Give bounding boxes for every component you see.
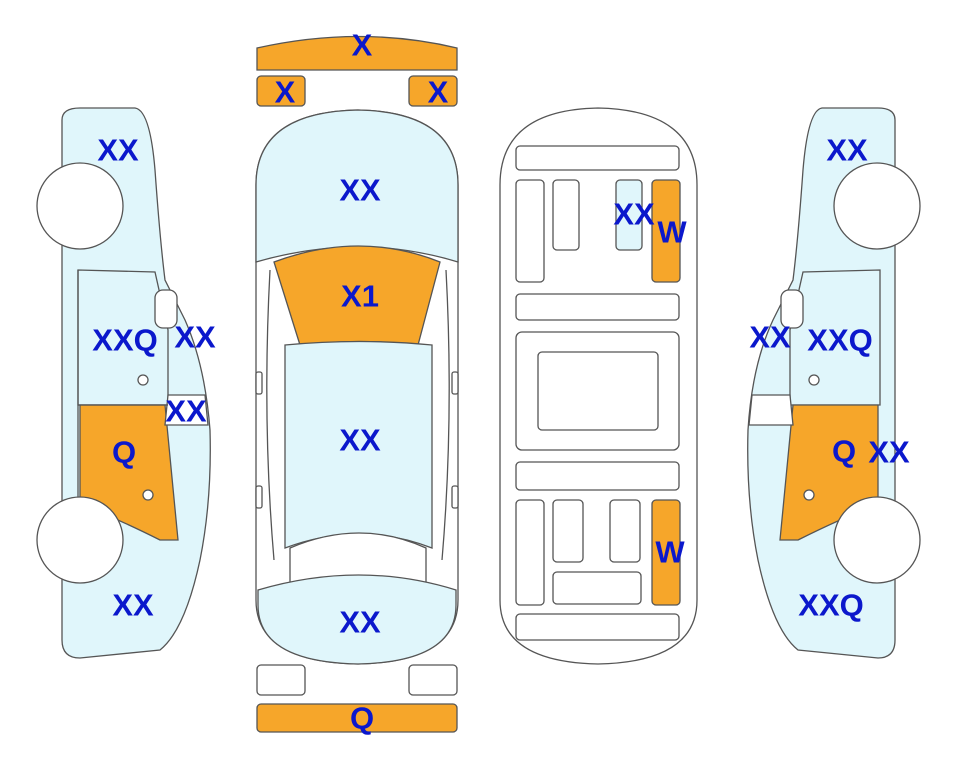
front-bumper-label: X bbox=[351, 27, 373, 63]
dash-panel bbox=[515, 145, 680, 171]
right-front-wheel bbox=[833, 162, 921, 250]
front-right-corner-panel[interactable] bbox=[408, 75, 458, 107]
left-front-wheel bbox=[36, 162, 124, 250]
rear-shelf bbox=[515, 613, 680, 641]
left-front-door-label: XXQ bbox=[92, 322, 158, 358]
trunk-label: XX bbox=[339, 604, 381, 640]
rear-bench bbox=[552, 571, 642, 605]
right-rear-quarter-label: XXQ bbox=[798, 587, 864, 623]
front-right-corner-label: X bbox=[427, 74, 449, 110]
left-rear-glass[interactable] bbox=[164, 394, 209, 426]
left-front-door-handle bbox=[137, 374, 149, 386]
right-mirror bbox=[451, 371, 459, 395]
roof-label: XX bbox=[339, 422, 381, 458]
right-side-view bbox=[747, 107, 921, 659]
rear-seat-back bbox=[515, 461, 680, 491]
front-bumper-panel[interactable] bbox=[256, 35, 458, 71]
right-rear-door-xx-label: XX bbox=[868, 434, 910, 470]
left-pillar-label: XX bbox=[174, 319, 216, 355]
left-rear-handle bbox=[255, 485, 263, 509]
front-left-corner-panel[interactable] bbox=[256, 75, 306, 107]
right-mirror-side bbox=[780, 289, 804, 329]
interior-front-w-label: W bbox=[657, 214, 687, 250]
right-rear-door-handle bbox=[803, 489, 815, 501]
rear-bumper-panel[interactable] bbox=[256, 703, 458, 733]
right-rear-handle bbox=[451, 485, 459, 509]
left-side-view bbox=[36, 107, 211, 659]
front-left-corner-label: X bbox=[274, 74, 296, 110]
left-rear-door-label: Q bbox=[111, 434, 137, 470]
right-pillar-label: XX bbox=[749, 319, 791, 355]
left-quarter-glass-label: XX bbox=[165, 393, 207, 429]
rear-bumper-label: Q bbox=[349, 700, 375, 736]
interior-view bbox=[499, 107, 698, 665]
right-rear-wheel bbox=[833, 496, 921, 584]
left-front-fender-label: XX bbox=[97, 132, 139, 168]
left-rear-seat-outer bbox=[515, 499, 545, 606]
left-front-seat-outer bbox=[515, 179, 545, 283]
left-rear-wheel bbox=[36, 496, 124, 584]
right-front-seat-inner[interactable] bbox=[615, 179, 643, 251]
right-side-line bbox=[441, 269, 450, 561]
right-rear-door-q-label: Q bbox=[831, 433, 857, 469]
right-front-door-label: XXQ bbox=[807, 322, 873, 358]
interior-front-seat-label: XX bbox=[613, 196, 655, 232]
right-rear-seat-outer[interactable] bbox=[651, 499, 681, 606]
left-rear-quarter-label: XX bbox=[112, 587, 154, 623]
front-seat-back bbox=[515, 293, 680, 321]
trunk-panel[interactable] bbox=[257, 574, 457, 665]
interior-rear-w-label: W bbox=[655, 534, 685, 570]
left-rear-seat-inner bbox=[552, 499, 584, 563]
left-mirror bbox=[255, 371, 263, 395]
rear-right-corner-panel bbox=[408, 664, 458, 696]
right-rear-glass[interactable] bbox=[748, 394, 794, 426]
right-front-door-handle bbox=[808, 374, 820, 386]
left-mirror-side bbox=[154, 289, 178, 329]
left-front-seat-inner bbox=[552, 179, 580, 251]
right-front-fender-label: XX bbox=[826, 132, 868, 168]
right-front-door-outline[interactable] bbox=[789, 269, 881, 406]
right-front-seat-outer[interactable] bbox=[651, 179, 681, 283]
center-console-inner bbox=[537, 351, 659, 431]
left-rear-door-handle bbox=[142, 489, 154, 501]
rear-left-corner-panel bbox=[256, 664, 306, 696]
hood-label: XX bbox=[339, 172, 381, 208]
right-rear-seat-inner bbox=[609, 499, 641, 563]
top-view bbox=[255, 35, 459, 733]
left-side-line bbox=[266, 269, 275, 561]
windshield-label: X1 bbox=[341, 278, 379, 314]
